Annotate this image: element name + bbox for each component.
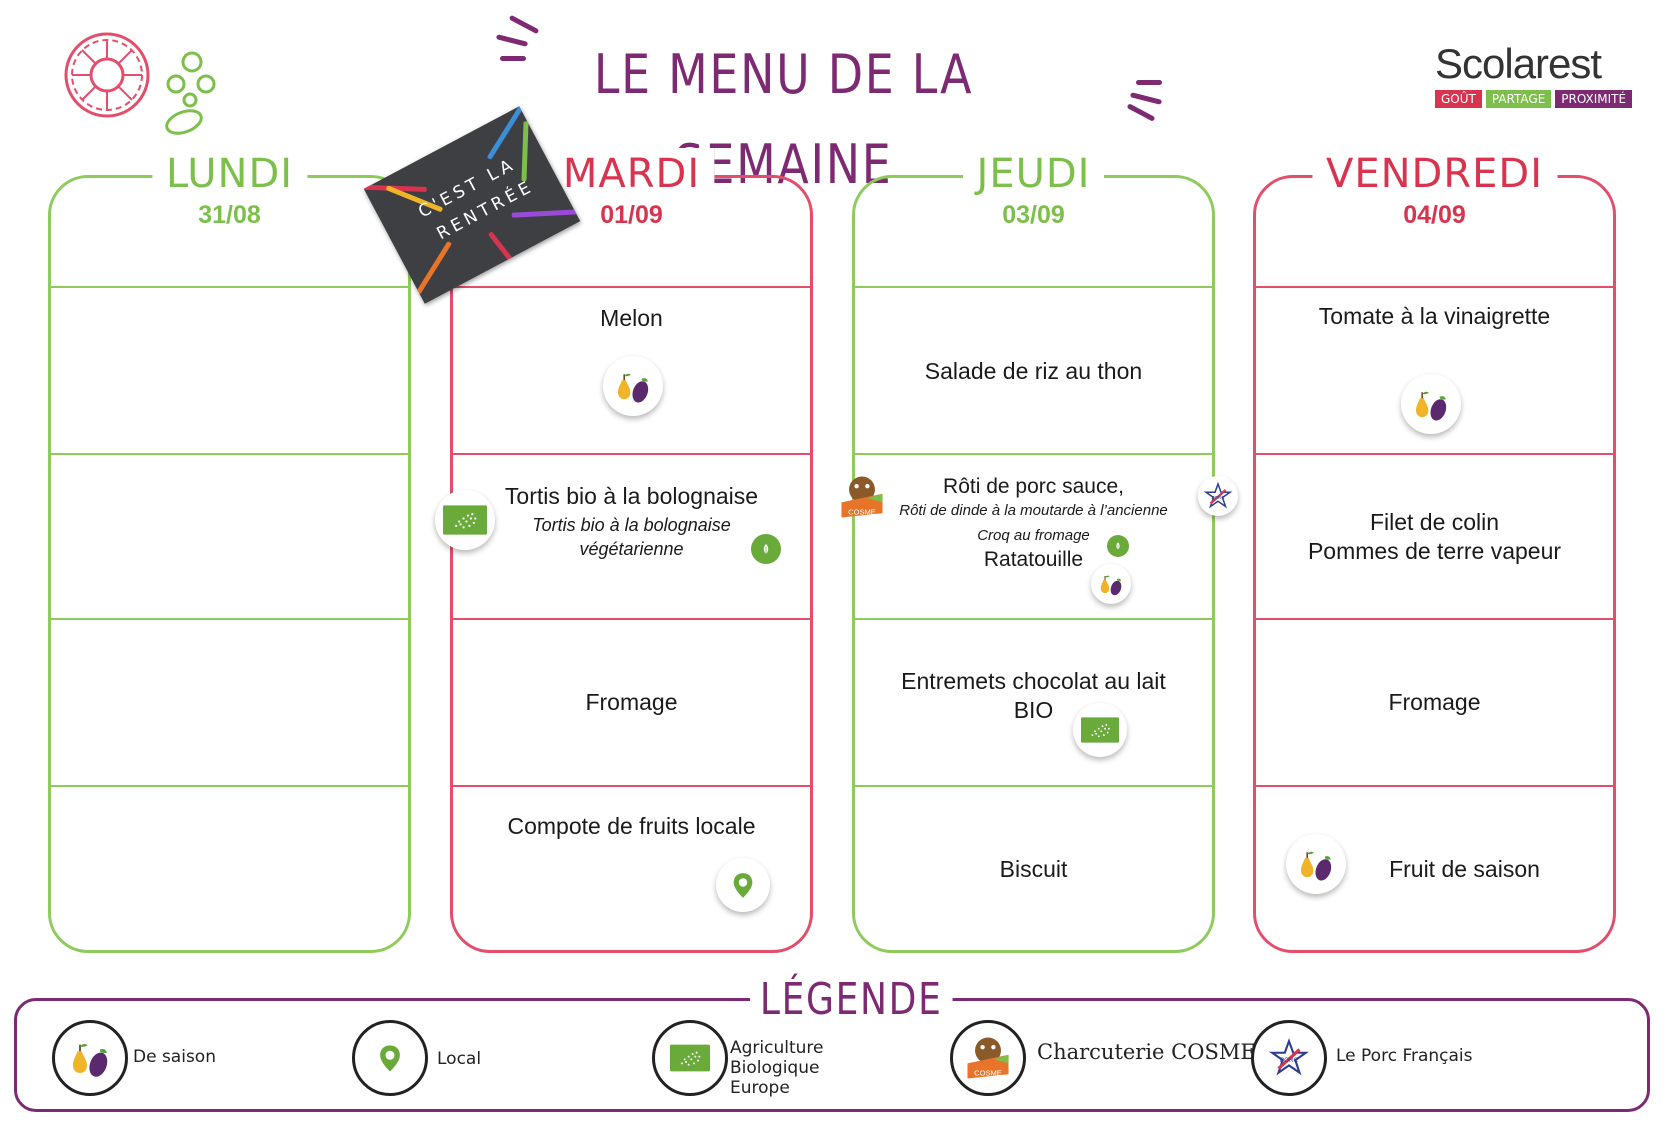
dish-entree: Tomate à la vinaigrette [1318,303,1551,329]
menu-cell-dessert-lacte: Entremets chocolat au lait BIO [855,619,1212,785]
dish-fromage: Fromage [585,688,678,715]
row-divider [855,453,1212,455]
dish-plat-alt: Rôti de dinde à la moutarde à l’ancienne [899,502,1168,519]
vegetarian-icon [751,534,781,564]
dish-plat-alt: Tortis bio à la bolognaise végétarienne [532,515,731,559]
title-deco-stroke [1136,80,1162,85]
brand-tag-gout: GOÛT [1435,90,1482,108]
cosme-icon [950,1020,1026,1096]
row-divider [453,286,810,288]
day-name: VENDREDI [1325,151,1544,197]
menu-cell-plat: Tortis bio à la bolognaise Tortis bio à … [453,454,810,620]
day-name: LUNDI [165,151,294,197]
seasonal-icon [603,356,663,416]
row-divider [1256,286,1613,288]
title-deco-stroke [1129,92,1163,105]
legend-title: LÉGENDE [750,970,953,1030]
menu-cell-plat: Rôti de porc sauce, Rôti de dinde à la m… [855,454,1212,620]
vegetarian-icon [1107,535,1129,557]
row-divider [51,618,408,620]
title-deco-stroke [1126,103,1156,122]
dish-dessert: Fruit de saison [1389,855,1540,882]
row-divider [855,785,1212,787]
location-pin-icon [716,858,770,912]
brand-tag-proximite: PROXIMITÉ [1555,90,1633,108]
dish-dessert: Biscuit [999,855,1068,882]
row-divider [1256,453,1613,455]
day-date: 31/08 [198,201,261,229]
menu-cell-fromage: Fromage [453,619,810,785]
menu-cell-dessert: Compote de fruits locale [453,786,810,952]
day-name: JEUDI [976,151,1091,197]
decor-bubbles-icon [160,50,230,135]
row-divider [453,618,810,620]
seasonal-icon [1401,374,1461,434]
dish-entremets: Entremets chocolat au lait BIO [901,668,1166,723]
dish-plat: Rôti de porc sauce, [943,475,1124,498]
menu-cell-plat: Filet de colin Pommes de terre vapeur [1256,454,1613,620]
day-column-vendredi: VENDREDI 04/09 Tomate à la vinaigrette F… [1253,148,1616,953]
menu-cell-dessert: Fruit de saison [1256,786,1613,952]
dish-plat: Filet de colin [1369,509,1500,535]
seasonal-icon [52,1020,128,1096]
legend-label-seasonal: De saison [133,1047,216,1067]
eu-organic-leaf-icon [1073,703,1127,757]
legend-label-local: Local [437,1049,482,1069]
seasonal-icon [1091,564,1131,604]
dish-dessert: Compote de fruits locale [507,813,756,839]
row-divider [453,453,810,455]
eu-organic-leaf-icon [652,1020,728,1096]
row-divider [453,785,810,787]
day-name: MARDI [562,151,701,197]
day-column-mardi: MARDI 01/09 Melon Tortis bio à la bologn… [435,148,813,953]
legend-label-cosme: Charcuterie COSME [1037,1040,1256,1064]
cosme-icon [835,470,889,524]
menu-cell-entree: Tomate à la vinaigrette [1256,288,1613,454]
dish-plat: Tortis bio à la bolognaise [504,483,759,509]
day-header: LUNDI 31/08 [151,148,308,230]
brand-tag-partage: PARTAGE [1485,90,1552,108]
porc-francais-icon [1251,1020,1327,1096]
seasonal-icon [1286,834,1346,894]
row-divider [51,785,408,787]
eu-organic-leaf-icon [435,490,495,550]
dish-accompagnement: Pommes de terre vapeur [1307,538,1562,564]
legend-label-porc: Le Porc Français [1336,1046,1473,1066]
brand-name: Scolarest [1435,40,1602,87]
day-date: 04/09 [1403,201,1466,229]
decor-donut-icon [62,30,152,120]
day-date: 01/09 [600,201,663,229]
row-divider [855,618,1212,620]
dish-fromage: Fromage [1388,688,1481,715]
day-header: VENDREDI 04/09 [1311,148,1558,230]
legend-label-organic: Agriculture Biologique Europe [730,1038,824,1098]
menu-cell-dessert: Biscuit [855,786,1212,952]
row-divider [1256,618,1613,620]
menu-cell-fromage: Fromage [1256,619,1613,785]
title-deco-stroke [500,56,526,61]
page-title: LE MENU DE LA SEMAINE [593,43,974,196]
row-divider [51,453,408,455]
row-divider [1256,785,1613,787]
dish-plat-alt2: Croq au fromage [977,527,1090,544]
row-divider [855,286,1212,288]
dish-accompagnement: Ratatouille [983,548,1084,571]
brand-tagline: GOÛT PARTAGE PROXIMITÉ [1435,90,1645,108]
day-column-jeudi: JEUDI 03/09 Salade de riz au thon Rôti d… [852,148,1238,953]
porc-francais-icon [1198,476,1238,516]
menu-cell-entree: Melon [453,288,810,454]
day-header: JEUDI 03/09 [962,148,1105,230]
brand-logo: Scolarest GOÛT PARTAGE PROXIMITÉ [1435,40,1645,120]
menu-cell-entree: Salade de riz au thon [855,288,1212,454]
dish-entree: Salade de riz au thon [924,357,1143,384]
location-pin-icon [352,1020,428,1096]
dish-entree: Melon [600,305,663,331]
row-divider [51,286,408,288]
day-column-lundi: LUNDI 31/08 [48,148,411,953]
day-date: 03/09 [1002,201,1065,229]
day-header: MARDI 01/09 [548,148,715,230]
